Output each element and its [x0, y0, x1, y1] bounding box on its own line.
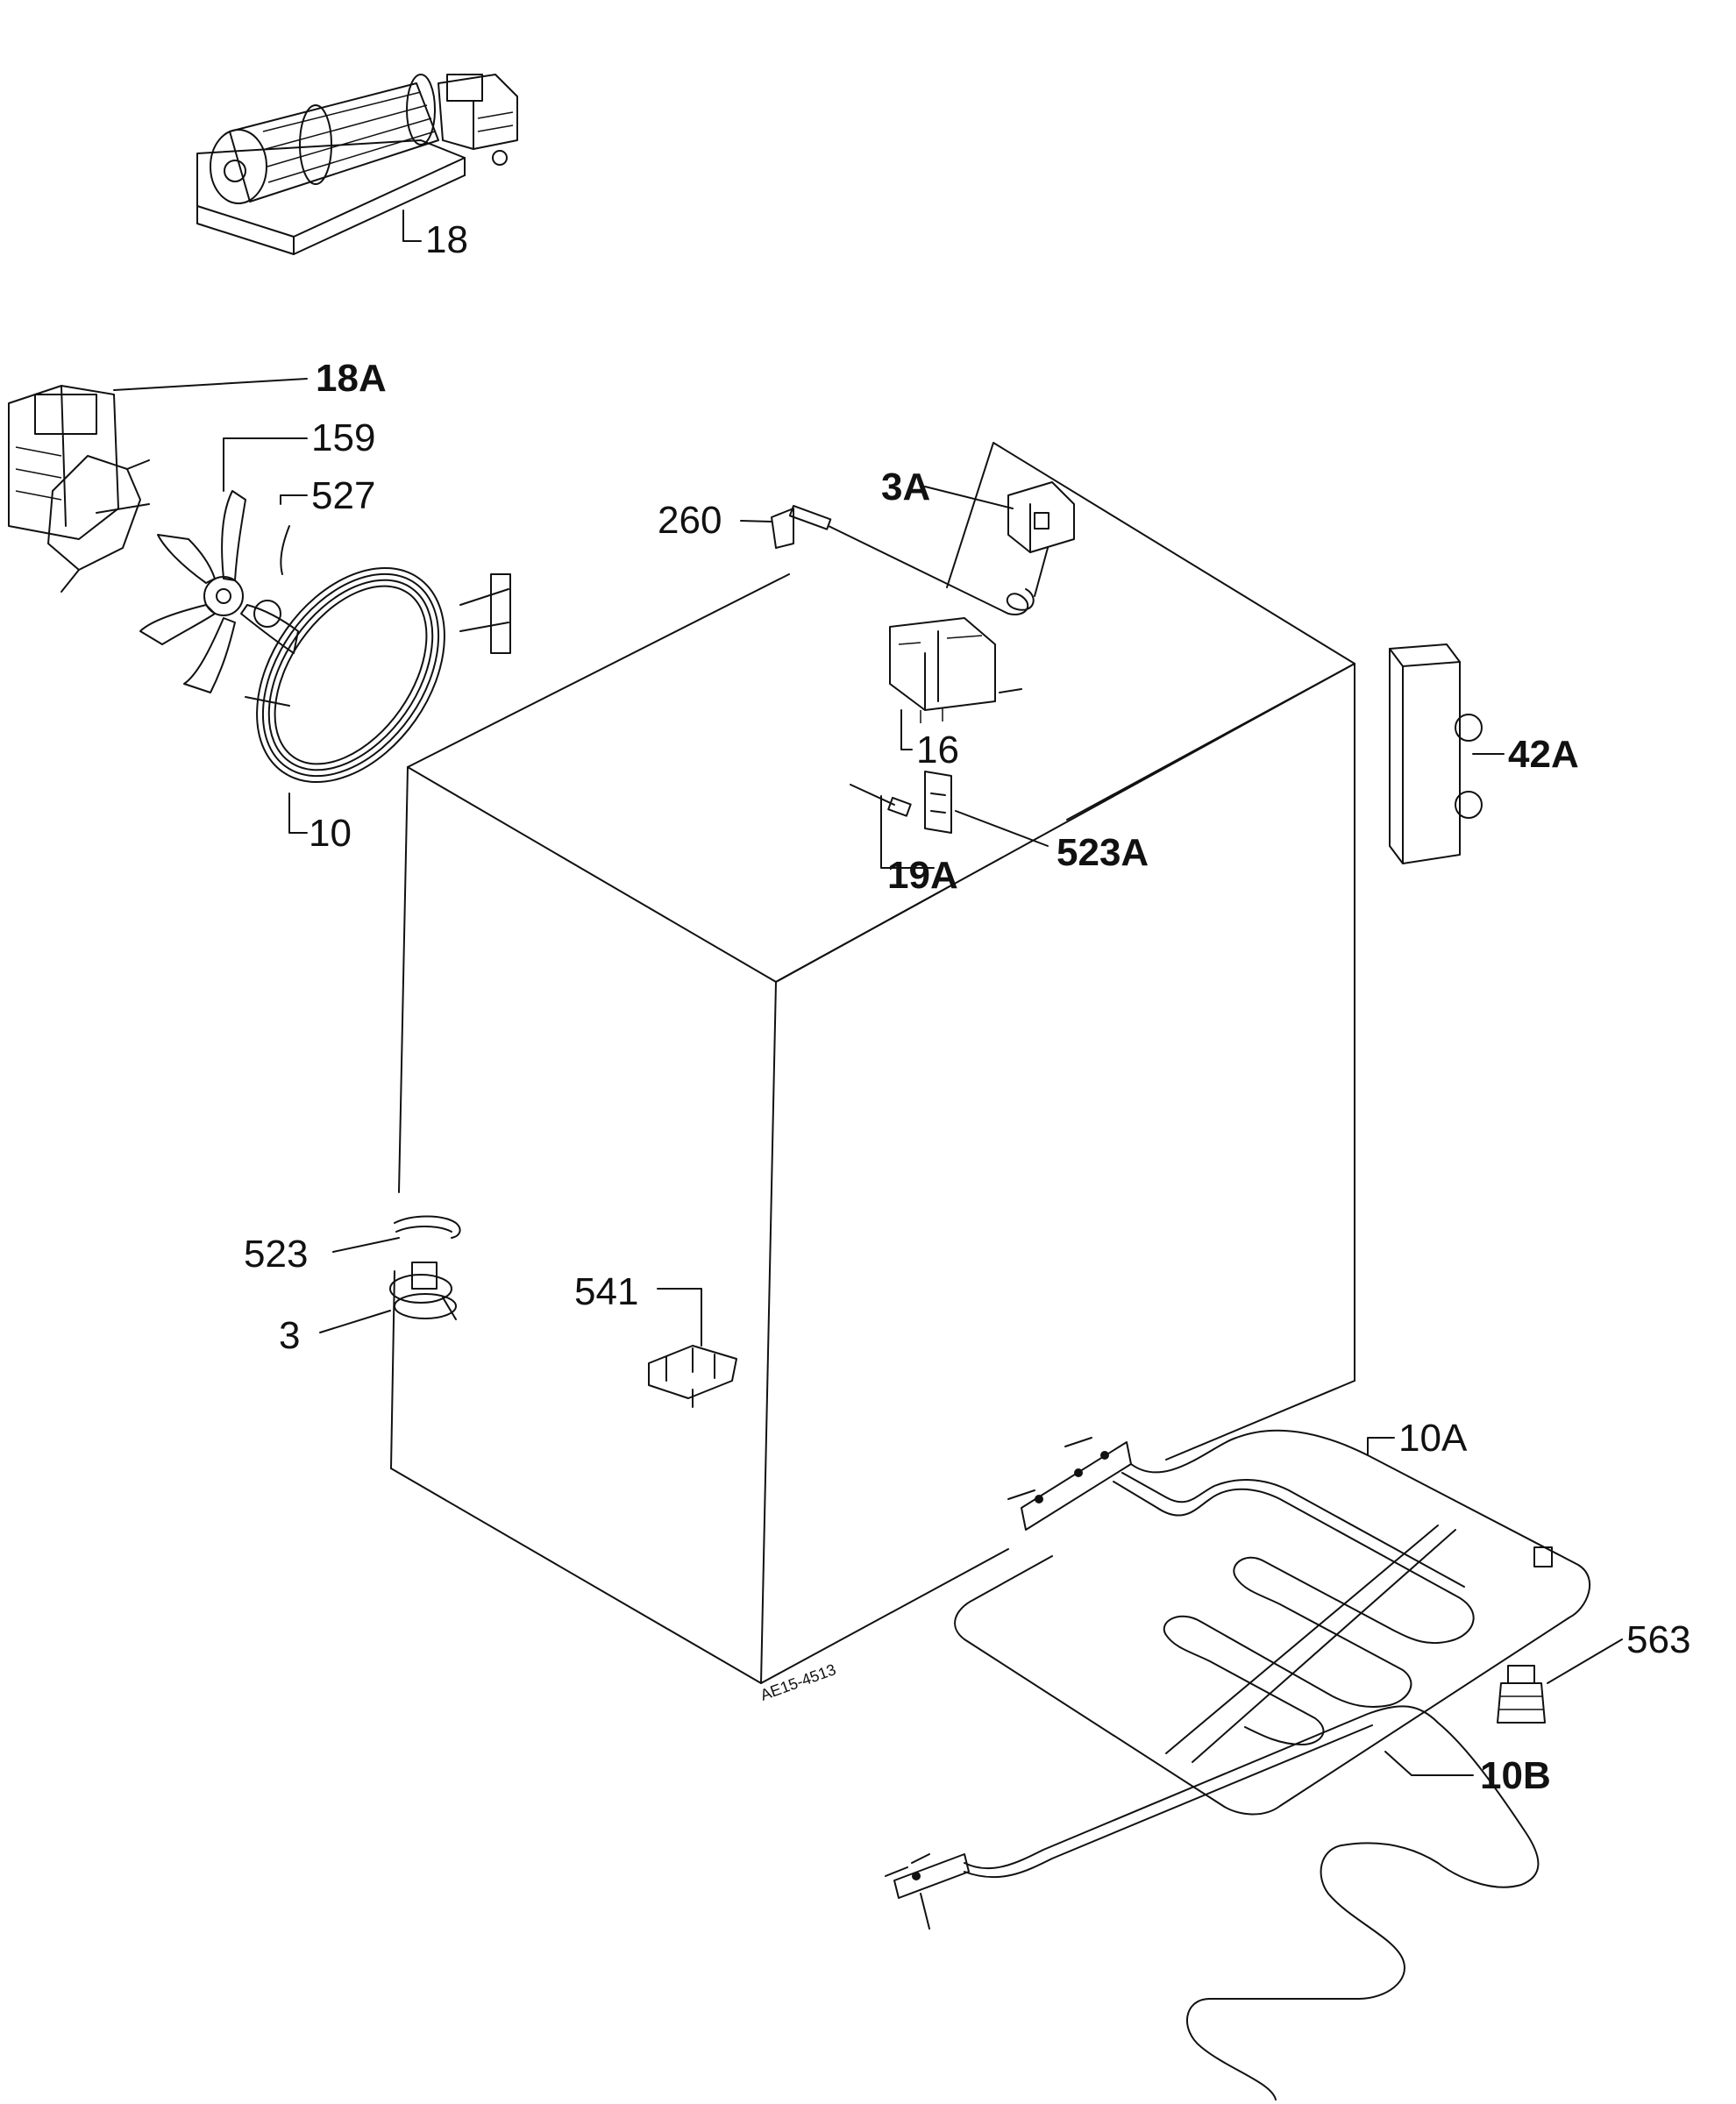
label-3: 3 — [279, 1314, 300, 1357]
label-563: 563 — [1626, 1618, 1690, 1661]
label-523: 523 — [244, 1233, 308, 1276]
label-3a: 3A — [881, 466, 930, 508]
safety-thermostat — [389, 1262, 457, 1320]
label-159: 159 — [311, 416, 375, 459]
thermostat-control — [1007, 481, 1075, 597]
label-18: 18 — [425, 218, 468, 261]
bottom-heating-element — [885, 1705, 1540, 2100]
retaining-clip-lower — [394, 1215, 461, 1239]
drawing-code: AE15-4513 — [758, 1660, 838, 1704]
control-panel-module — [1389, 643, 1483, 864]
tangential-fan — [196, 74, 518, 255]
label-10: 10 — [309, 812, 352, 855]
oven-lamp — [850, 784, 912, 817]
retaining-clip-upper — [924, 771, 952, 834]
terminal-block — [648, 1345, 737, 1408]
label-10a: 10A — [1398, 1417, 1468, 1460]
label-10b: 10B — [1480, 1754, 1551, 1797]
label-16: 16 — [916, 729, 959, 771]
fan-nut — [253, 525, 290, 628]
oven-cabinet — [390, 442, 1355, 1684]
selector-switch — [889, 617, 1022, 723]
lamp-cover — [1497, 1665, 1546, 1724]
label-527: 527 — [311, 474, 375, 517]
circular-heating-element — [245, 566, 511, 784]
temperature-probe — [771, 505, 1035, 615]
label-18a: 18A — [316, 357, 387, 400]
label-541: 541 — [574, 1270, 638, 1313]
fan-blade — [139, 490, 299, 693]
fan-motor — [8, 385, 150, 593]
part-labels: 18 18A 159 527 10 260 3A 16 42A 19A 523A… — [244, 218, 1690, 1797]
label-260: 260 — [658, 499, 722, 542]
label-42a: 42A — [1508, 733, 1579, 776]
label-523a: 523A — [1057, 831, 1149, 874]
label-19a: 19A — [887, 854, 958, 897]
grill-heating-element — [954, 1429, 1591, 1816]
leader-lines — [113, 210, 1623, 1776]
